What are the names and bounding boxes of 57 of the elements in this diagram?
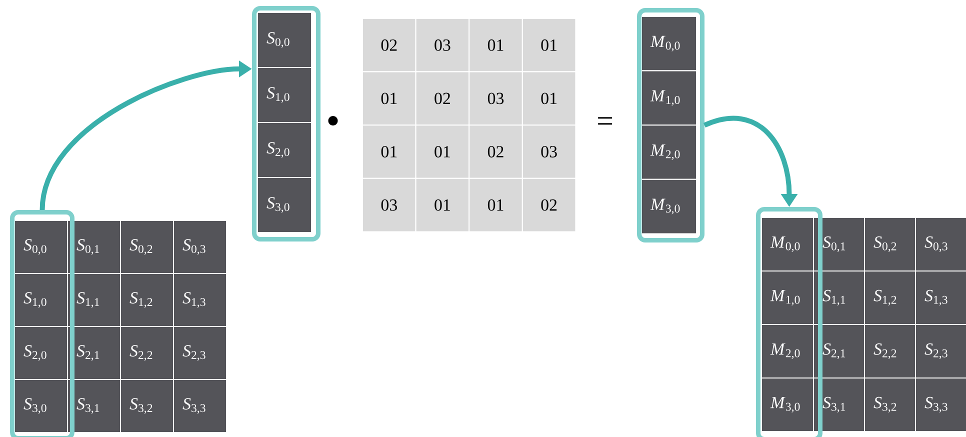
matrix-cell: S$_{0,3}$ [915,217,966,272]
matrix-cell: S$_{3,1}$ [813,378,865,432]
matrix-cell: S$_{1,0}$ [257,67,312,123]
matrix-cell: S$_{2,1}$ [813,324,865,378]
matrix-cell: 02 [468,124,523,179]
matrix-cell: S$_{3,0}$ [14,379,68,433]
matrix-cell: S$_{2,3}$ [173,326,227,380]
matrix-cell: M$_{2,0}$ [761,324,814,378]
matrix-cell: S$_{1,0}$ [14,273,68,327]
matrix-cell: 01 [362,71,416,126]
matrix-cell: S$_{1,3}$ [915,270,966,325]
equals-sign: = [598,117,612,125]
matrix-cell: S$_{2,2}$ [864,324,916,378]
matrix-cell: M$_{0,0}$ [761,217,814,272]
matrix-cell: S$_{3,2}$ [864,378,916,432]
matrix-cell: S$_{0,2}$ [120,220,174,274]
matrix-cell: S$_{1,3}$ [173,273,227,327]
matrix-cell: S$_{0,0}$ [14,220,68,274]
matrix-cell: S$_{2,0}$ [14,326,68,380]
matrix-cell: S$_{0,3}$ [173,220,227,274]
matrix-cell: 03 [522,124,576,179]
matrix-cell: S$_{3,1}$ [67,379,121,433]
matrix-cell: S$_{1,1}$ [67,273,121,327]
matrix-cell: M$_{3,0}$ [641,178,697,234]
matrix-cell: 01 [468,178,523,232]
matrix-cell: 02 [362,18,416,72]
matrix-cell: S$_{0,1}$ [813,217,865,272]
matrix-cell: 01 [468,18,523,72]
matrix-cell: M$_{0,0}$ [641,16,697,72]
matrix-cell: S$_{0,1}$ [67,220,121,274]
matrix-cell: S$_{1,2}$ [120,273,174,327]
matrix-cell: 01 [415,178,470,232]
matrix-cell: 02 [415,71,470,126]
matrix-cell: S$_{1,2}$ [864,270,916,325]
matrix-cell: S$_{2,0}$ [257,122,312,178]
matrix-cell: S$_{3,0}$ [257,177,312,233]
matrix-cell: M$_{3,0}$ [761,378,814,432]
matrix-cell: 02 [522,178,576,232]
matrix-cell: 01 [522,18,576,72]
matrix-cell: S$_{0,0}$ [257,12,312,68]
matrix-cell: M$_{1,0}$ [761,270,814,325]
matrix-cell: S$_{2,2}$ [120,326,174,380]
matrix-cell: M$_{2,0}$ [641,124,697,180]
matrix-cell: M$_{1,0}$ [641,70,697,126]
matrix-cell: 01 [522,71,576,126]
matrix-cell: 01 [362,124,416,179]
matrix-cell: S$_{3,3}$ [915,378,966,432]
matrix-cell: 03 [362,178,416,232]
matrix-cell: S$_{3,2}$ [120,379,174,433]
matrix-cell: S$_{2,3}$ [915,324,966,378]
matrix-cell: S$_{0,2}$ [864,217,916,272]
matrix-cell: 03 [415,18,470,72]
matrix-cell: 03 [468,71,523,126]
matrix-cell: 01 [415,124,470,179]
matrix-cell: S$_{3,3}$ [173,379,227,433]
matrix-cell: S$_{2,1}$ [67,326,121,380]
matrix-cell: S$_{1,1}$ [813,270,865,325]
